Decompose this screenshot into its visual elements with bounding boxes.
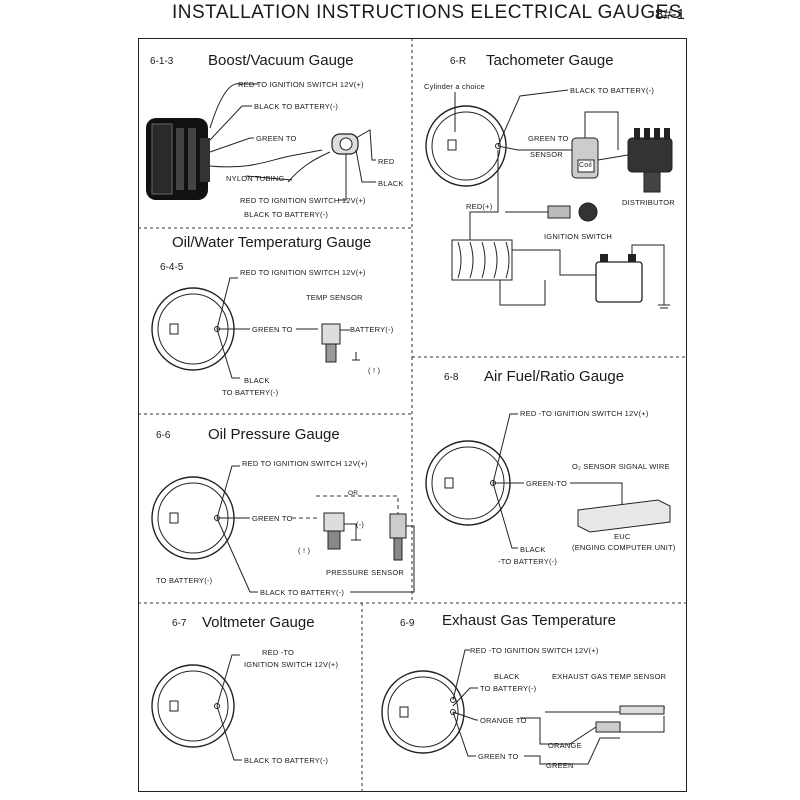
label-sensor: SENSOR — [530, 150, 563, 159]
label-green-to: GREEN-TO — [526, 479, 568, 488]
panel-title: Air Fuel/Ratio Gauge — [484, 368, 625, 385]
label-green-to: GREEN TO — [252, 514, 293, 523]
label-green-to: GREEN TO — [528, 134, 569, 143]
oilwater-gauge-drawing — [151, 277, 360, 379]
label-ignition-switch: IGNITION SWITCH 12V(+) — [244, 660, 339, 669]
label-black: BLACK — [244, 376, 270, 385]
panel-code: 6-8 — [444, 372, 459, 383]
label-orange: ORANGE — [548, 741, 582, 750]
label-red-plus: RED(+) — [466, 202, 493, 211]
panel-code: 6-6 — [156, 430, 171, 441]
boost-gauge-drawing — [146, 83, 376, 201]
page-title: INSTALLATION INSTRUCTIONS ELECTRICAL GAU… — [172, 2, 682, 23]
label-to-battery: -TO BATTERY(-) — [498, 557, 558, 566]
label-red-ignition: RED TO IGNITION SWITCH 12V(+) — [238, 80, 364, 89]
label-black-battery: BLACK TO BATTERY(-) — [260, 588, 345, 597]
label-minus: (-) — [356, 520, 365, 529]
label-temp-sensor: TEMP SENSOR — [306, 293, 363, 302]
panel-code: 6-R — [450, 56, 467, 67]
panel-title: Exhaust Gas Temperature — [442, 612, 616, 629]
label-nylon-tubing: NYLON TUBING — [226, 174, 285, 183]
label-black-battery-2: BLACK TO BATTERY(-) — [244, 210, 329, 219]
airfuel-gauge-drawing — [425, 413, 671, 549]
label-battery: BATTERY(-) — [350, 325, 394, 334]
egt-gauge-drawing — [381, 649, 665, 765]
panel-title: Oil/Water Temperaturg Gauge — [172, 234, 372, 251]
label-red-ignition: RED -TO IGNITION SWITCH 12V(+) — [520, 409, 649, 418]
label-black: BLACK — [494, 672, 520, 681]
label-black-battery: BLACK TO BATTERY(-) — [244, 756, 329, 765]
label-caution: ( ! ) — [298, 546, 311, 555]
label-or: OR — [348, 490, 359, 497]
panel-title: Oil Pressure Gauge — [208, 426, 340, 443]
panel-code: 6-9 — [400, 618, 415, 629]
panel-title: Boost/Vacuum Gauge — [208, 52, 354, 69]
label-black: BLACK — [520, 545, 546, 554]
label-red-ignition-2: RED TO IGNITION SWITCH 12V(+) — [240, 196, 366, 205]
label-green-to: GREEN TO — [478, 752, 519, 761]
panel-code: 6-1-3 — [150, 56, 174, 67]
label-red-to: RED -TO — [262, 648, 295, 657]
volt-gauge-drawing — [151, 654, 242, 761]
oilpress-gauge-drawing — [151, 465, 415, 593]
label-to-battery: TO BATTERY(-) — [222, 388, 279, 397]
page-number: 8#-1 — [655, 6, 686, 23]
label-euc-full: (ENGING COMPUTER UNIT) — [572, 543, 676, 552]
label-red-ignition: RED TO IGNITION SWITCH 12V(+) — [242, 459, 368, 468]
label-cylinder-choice: Cylinder a choice — [424, 82, 485, 91]
panel-code: 6-7 — [172, 618, 187, 629]
label-pressure-sensor: PRESSURE SENSOR — [326, 568, 405, 577]
label-green: GREEN — [546, 761, 574, 770]
panel-title: Tachometer Gauge — [486, 52, 614, 69]
label-green-to: GREEN TO — [252, 325, 293, 334]
label-orange-to: ORANGE TO — [480, 716, 527, 725]
panel-dividers — [138, 38, 687, 792]
label-red-ignition: RED TO IGNITION SWITCH 12V(+) — [240, 268, 366, 277]
label-black: BLACK — [378, 179, 404, 188]
label-caution: ( ! ) — [368, 366, 381, 375]
label-black-battery: BLACK TO BATTERY(-) — [570, 86, 655, 95]
label-to-battery: TO BATTERY(-) — [480, 684, 537, 693]
label-egt-sensor: EXHAUST GAS TEMP SENSOR — [552, 672, 667, 681]
label-distributor: DISTRIBUTOR — [622, 198, 675, 207]
label-green-to: GREEN TO — [256, 134, 297, 143]
label-coil: Coil — [579, 162, 592, 169]
panel-code: 6-4-5 — [160, 262, 184, 273]
label-o2-sensor: O₂ SENSOR SIGNAL WIRE — [572, 462, 670, 471]
panel-title: Voltmeter Gauge — [202, 614, 315, 631]
label-ignition-switch: IGNITION SWITCH — [544, 232, 612, 241]
tach-gauge-drawing — [425, 89, 673, 309]
label-to-battery: TO BATTERY(-) — [156, 576, 213, 585]
label-red-ignition: RED -TO IGNITION SWITCH 12V(+) — [470, 646, 599, 655]
label-black-battery: BLACK TO BATTERY(-) — [254, 102, 339, 111]
label-euc: EUC — [614, 532, 631, 541]
label-red: RED — [378, 157, 395, 166]
